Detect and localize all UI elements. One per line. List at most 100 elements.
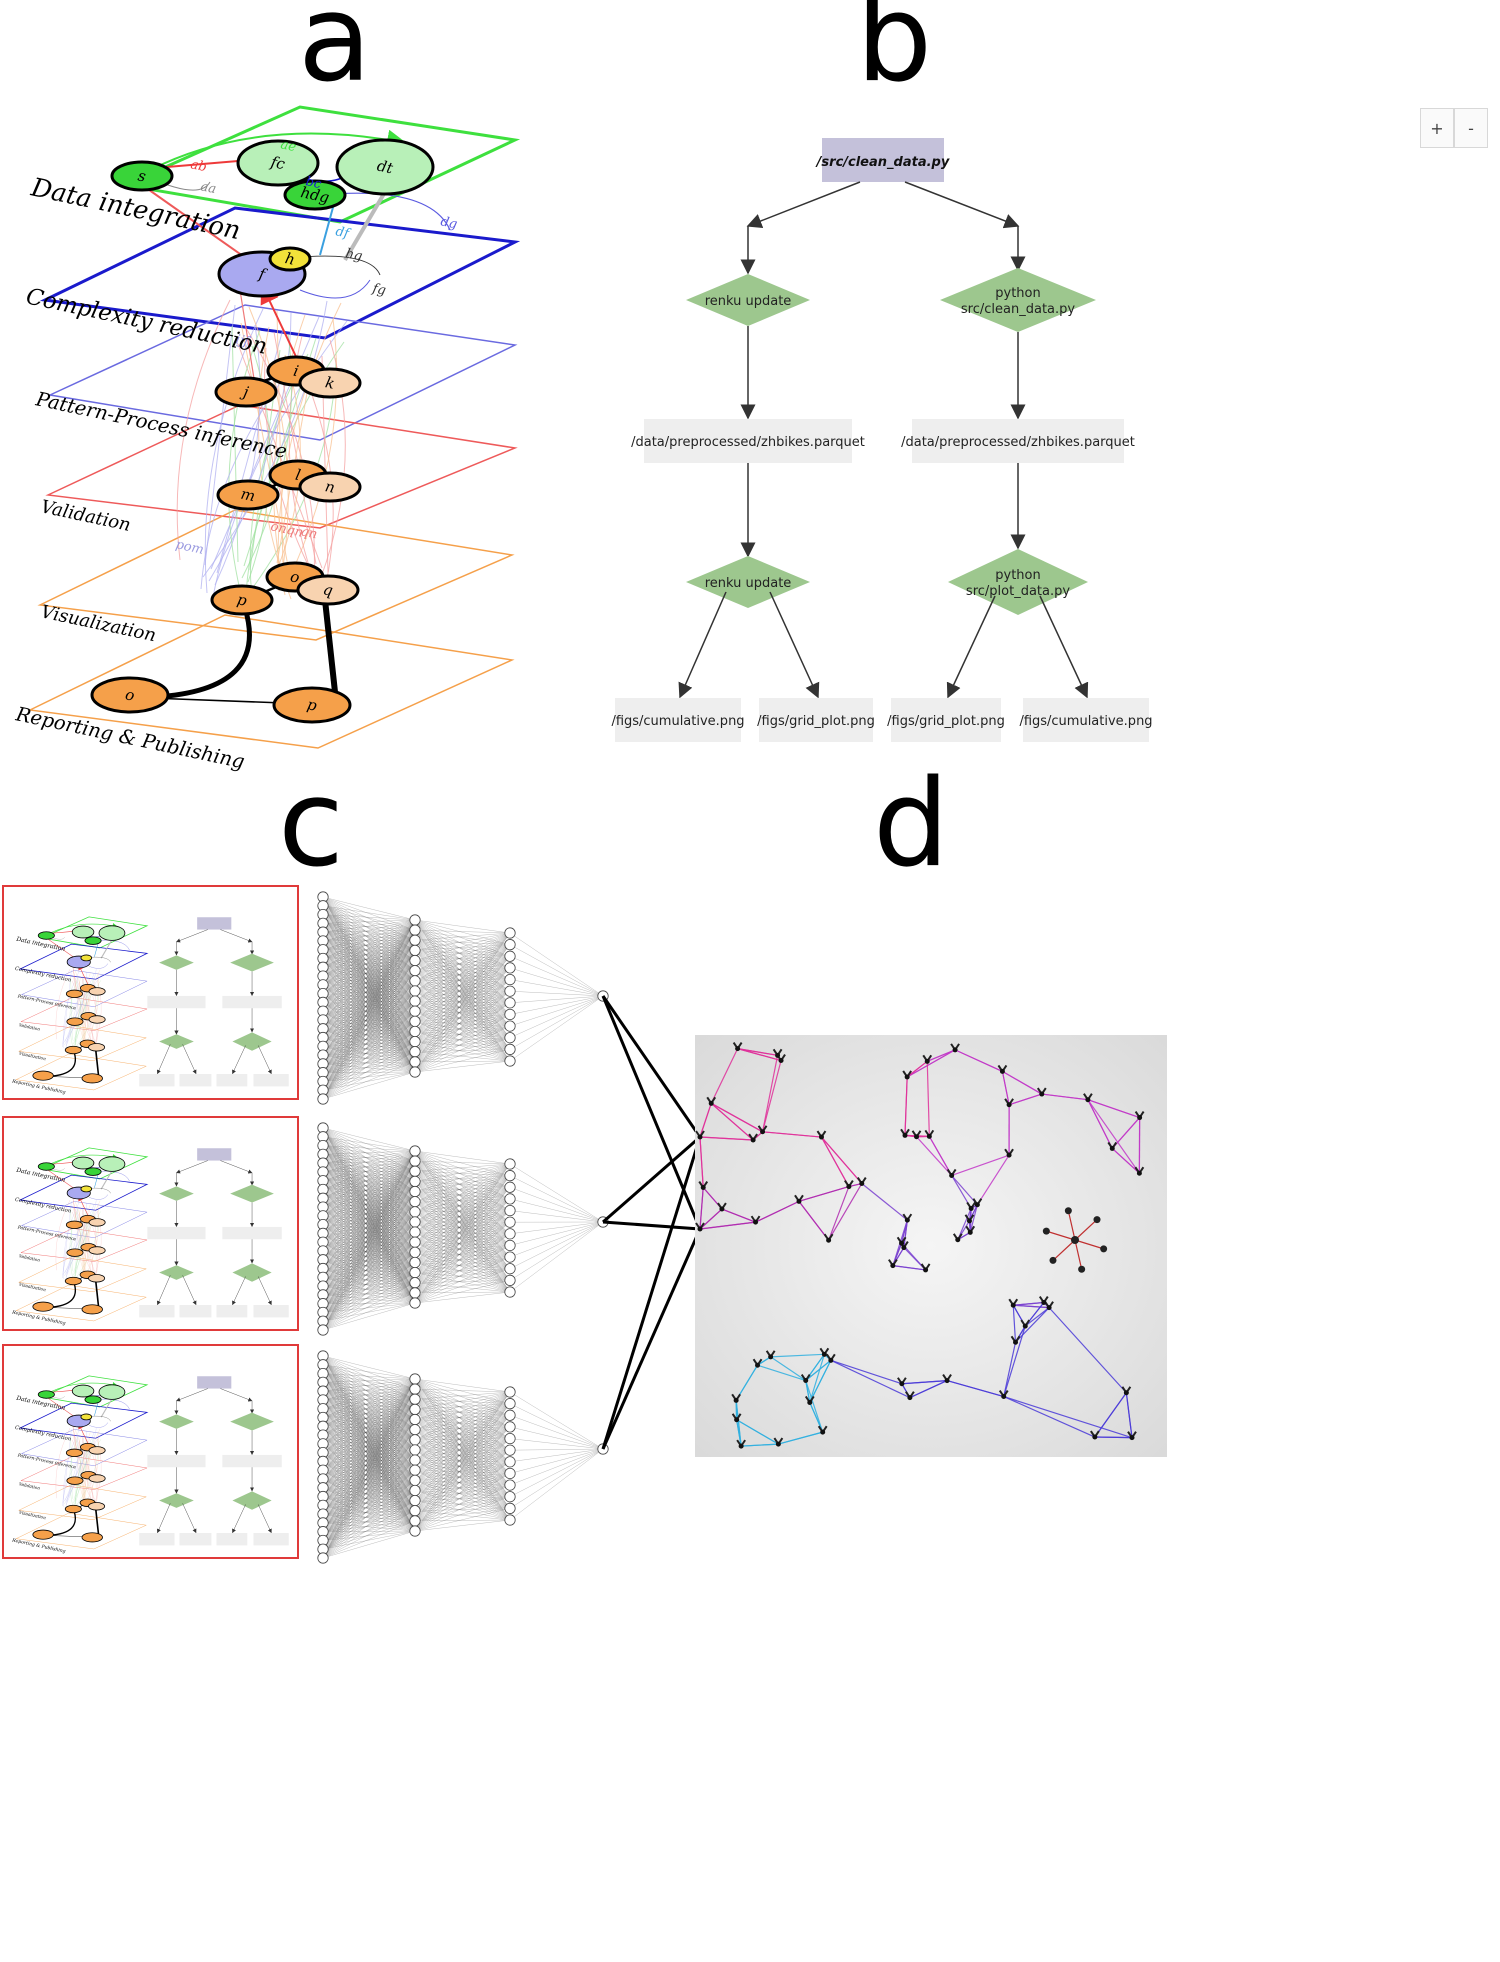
edge-ab <box>49 1161 76 1165</box>
output-right-2 <box>253 1533 289 1546</box>
nn-connection <box>322 940 416 1032</box>
nn-connection <box>322 1439 416 1506</box>
nn-connection <box>322 1429 416 1515</box>
nn-connection <box>322 1382 416 1410</box>
nn-connection <box>414 1391 511 1400</box>
nn-connection <box>322 1417 416 1451</box>
nn-connection <box>322 1426 416 1471</box>
string-link <box>699 1208 723 1230</box>
isolated-link <box>1074 1239 1083 1270</box>
output-right-1-label: /figs/grid_plot.png <box>887 714 1005 729</box>
nn-connection <box>322 1373 416 1400</box>
layer-plane <box>18 1256 147 1293</box>
nn-connection <box>414 1419 511 1451</box>
nn-connection <box>414 1014 511 1073</box>
nn-connection <box>414 1049 511 1073</box>
nn-connection <box>414 1171 511 1176</box>
node-ellipse <box>88 1043 106 1052</box>
nn-connection <box>322 905 416 981</box>
nn-connection <box>414 979 511 1062</box>
pin <box>708 1100 714 1106</box>
edge-hdg <box>94 1172 99 1188</box>
nn-connection <box>322 1439 416 1541</box>
node-ellipse <box>66 1248 84 1257</box>
interlayer-link <box>75 1429 86 1504</box>
nn-connection <box>322 929 416 959</box>
string-link <box>946 1380 1004 1398</box>
neuron <box>504 1055 516 1067</box>
nn-connection <box>322 1252 416 1296</box>
nn-connection <box>414 1429 511 1462</box>
pin <box>1129 1435 1135 1441</box>
nn-connection <box>414 1198 511 1212</box>
nn-connection <box>414 1389 511 1509</box>
nn-connection <box>414 1181 511 1200</box>
nn-connection <box>414 1014 511 1022</box>
node-label: o <box>124 685 137 704</box>
nn-connection <box>322 1426 416 1501</box>
zoom-in-button[interactable]: + <box>1420 108 1454 148</box>
nn-connection <box>322 914 416 941</box>
edge-j-f <box>72 966 78 992</box>
nn-connection <box>509 1448 604 1509</box>
nn-connection <box>322 1162 416 1182</box>
interlayer-link <box>74 1207 94 1275</box>
interlayer-link <box>81 1208 94 1272</box>
node-ellipse <box>65 1448 83 1458</box>
edge-label-bc: bc <box>304 174 323 192</box>
nn-connection <box>322 1443 416 1491</box>
nn-connection <box>322 931 416 992</box>
nn-connection <box>322 970 416 1056</box>
nn-connection <box>322 1355 416 1390</box>
nn-connection <box>322 1439 416 1515</box>
nn-connection <box>322 1224 416 1263</box>
string-link <box>770 1356 807 1382</box>
nn-connection <box>322 1373 416 1501</box>
nn-connection <box>322 1389 416 1515</box>
layer-label: Visualization <box>19 1282 47 1293</box>
nn-connection <box>322 1242 416 1273</box>
nn-connection <box>322 1000 416 1082</box>
nn-connection <box>322 1487 416 1501</box>
nn-connection <box>414 929 511 992</box>
nn-connection <box>322 1399 416 1488</box>
nn-connection <box>414 1187 511 1223</box>
nn-connection <box>414 979 511 992</box>
nn-connection <box>322 950 416 1029</box>
interlayer-link <box>74 1440 82 1505</box>
nn-connection <box>414 1245 511 1263</box>
nn-connection <box>322 1390 416 1400</box>
nn-connection <box>322 1071 416 1100</box>
nn-connection <box>414 1187 511 1202</box>
layer-label: Validation <box>19 1481 41 1490</box>
nn-connection <box>509 1221 604 1293</box>
nn-connection <box>414 1490 511 1509</box>
nn-connection <box>322 940 416 1091</box>
nn-connection <box>322 1150 416 1173</box>
node-h <box>80 1185 93 1193</box>
pin <box>902 1132 908 1138</box>
nn-connection <box>322 1242 416 1322</box>
nn-connection <box>414 1171 511 1211</box>
nn-connection <box>322 1150 416 1234</box>
nn-connection <box>414 1426 511 1501</box>
nn-connection <box>322 1201 416 1295</box>
nn-connection <box>414 1409 511 1428</box>
node-label: k <box>324 373 337 392</box>
nn-connection <box>414 1461 511 1501</box>
node-s <box>37 1390 55 1399</box>
neuron <box>409 1165 421 1177</box>
nn-connection <box>414 1426 511 1430</box>
nn-connection <box>414 1150 511 1223</box>
string-link <box>1015 1307 1050 1343</box>
nn-connection <box>322 1011 416 1038</box>
nn-connection <box>322 1171 416 1243</box>
interlayer-link <box>212 320 348 598</box>
nn-connection <box>414 1150 511 1211</box>
zoom-out-button[interactable]: - <box>1454 108 1488 148</box>
nn-connection <box>322 1408 416 1491</box>
nn-connection <box>322 1191 416 1269</box>
nn-connection <box>322 919 416 1100</box>
nn-connection <box>322 980 416 1073</box>
nn-connection <box>414 919 511 1003</box>
